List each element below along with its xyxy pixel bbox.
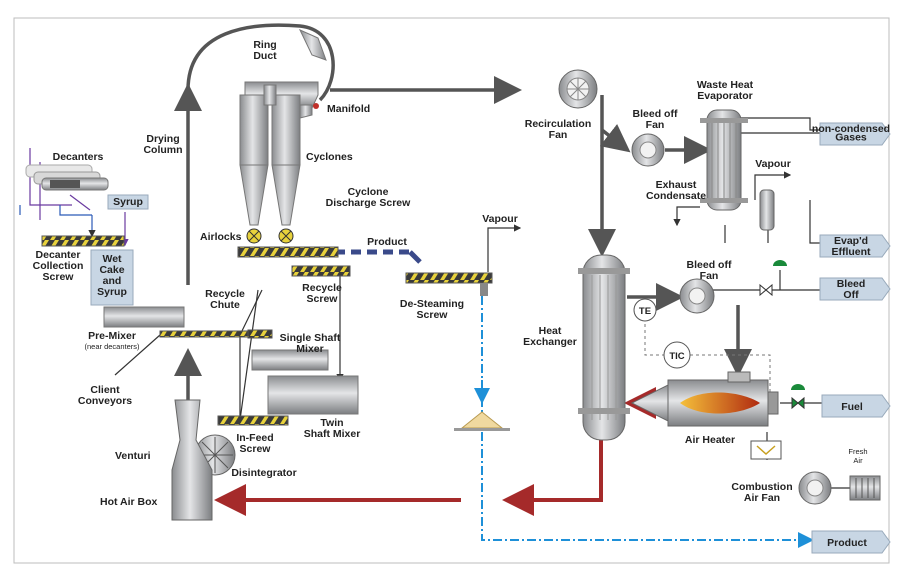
air-damper [750, 440, 782, 460]
combustion-air-fan [798, 471, 881, 505]
control-lines [644, 318, 771, 392]
heat-exchanger [578, 254, 630, 441]
cyclones [239, 84, 313, 226]
label-decanters: Decanters [53, 151, 104, 163]
client-conveyor [159, 330, 261, 338]
label-te: TE [639, 306, 651, 317]
label-vapour-mid: Vapour [482, 213, 518, 225]
tic-instrument [663, 341, 691, 369]
fuel-valve [791, 384, 805, 410]
waste-heat-evaporator [700, 109, 775, 231]
output-fuel: Fuel [821, 394, 891, 418]
output-label-product: Product [827, 537, 867, 549]
twin-shaft-mixer [267, 375, 359, 415]
bleed-off-fan-top [631, 133, 665, 167]
label-vapour-right: Vapour [755, 158, 791, 170]
wet-cake-box [90, 249, 134, 306]
venturi [171, 399, 213, 521]
label-manifold: Manifold [327, 103, 370, 115]
label-pre-mixer-note: (near decanters) [84, 342, 140, 351]
infeed-screw [217, 415, 289, 426]
output-label-fuel: Fuel [841, 401, 863, 413]
label-airlocks: Airlocks [200, 231, 242, 243]
syrup-box [107, 194, 149, 210]
label-air-heater: Air Heater [685, 434, 735, 446]
recycle-screw [291, 265, 351, 277]
label-hot-air-box: Hot Air Box [100, 496, 158, 508]
label-product-mid: Product [367, 236, 407, 248]
cyclone-discharge-screw [237, 246, 339, 258]
ring-duct [298, 28, 327, 61]
airlocks [246, 228, 294, 244]
output-product: Product [811, 530, 891, 554]
desteaming-screw [405, 272, 493, 284]
product-line [481, 296, 814, 548]
pre-mixer [103, 306, 185, 328]
bleed-valve [759, 260, 787, 297]
decanters [25, 164, 109, 191]
label-syrup: Syrup [113, 196, 143, 208]
gas-flow [174, 23, 752, 400]
recirculation-fan [558, 69, 598, 109]
label-pre-mixer: Pre-Mixer [88, 330, 136, 342]
label-cyclones: Cyclones [306, 151, 353, 163]
decanter-collection-screw [41, 235, 125, 247]
bleed-off-fan-mid [679, 278, 715, 314]
air-heater [630, 371, 779, 427]
label-disintegrator: Disintegrator [231, 467, 296, 479]
label-tic: TIC [669, 351, 684, 362]
te-instrument [633, 298, 657, 322]
single-shaft-mixer [251, 349, 329, 371]
label-venturi: Venturi [115, 450, 151, 462]
